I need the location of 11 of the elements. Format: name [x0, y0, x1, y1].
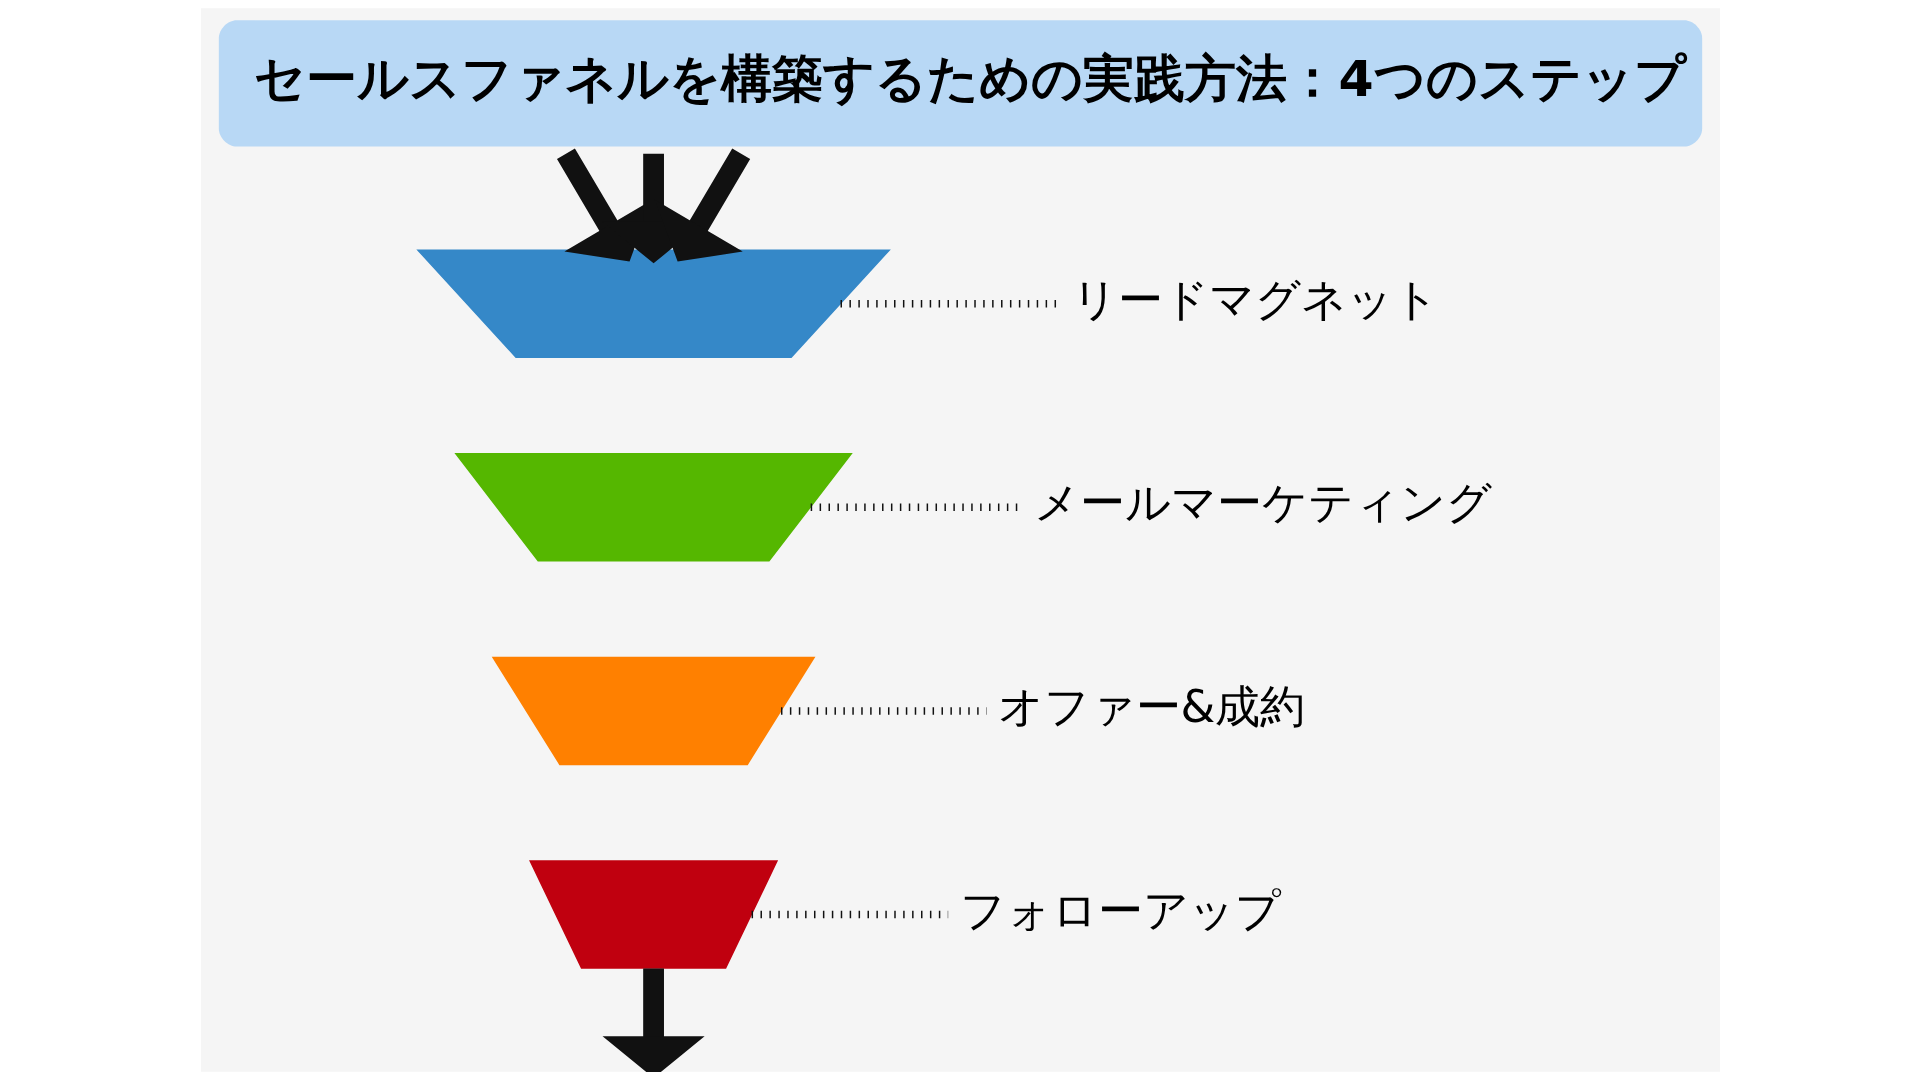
node-trapezoid: [453, 453, 853, 562]
diagram-title: セールスファネルを構築するための実践方法：4つのステップ: [254, 48, 1686, 108]
node-text: フォローアップ: [959, 884, 1281, 937]
node-trapezoid: [491, 656, 815, 766]
node-trapezoid: [528, 860, 778, 969]
node-text: オファー&成約: [997, 681, 1305, 734]
arrow: [563, 153, 743, 264]
node-text: リードマグネット: [1071, 273, 1439, 326]
node-text: メールマーケティング: [1033, 477, 1492, 530]
node-trapezoid: [415, 249, 891, 358]
arrow: [602, 968, 705, 1072]
